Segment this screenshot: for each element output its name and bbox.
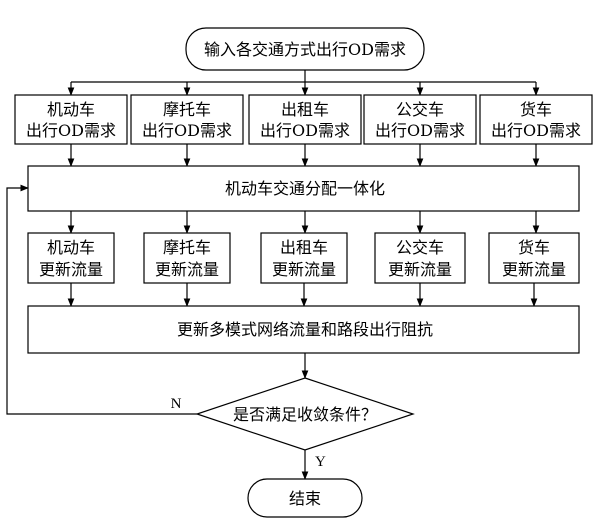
network-update-node: 更新多模式网络流量和路段出行阻抗 [27,305,580,354]
assignment-label: 机动车交通分配一体化 [225,179,385,198]
yes-path: Y [301,450,326,480]
od-box-label-top: 出租车 [281,100,329,119]
update-box-taxi: 出租车 更新流量 [260,232,348,284]
update-box-label-bottom: 更新流量 [502,260,566,279]
update-box-label-bottom: 更新流量 [388,260,452,279]
update-box-label-bottom: 更新流量 [39,260,103,279]
start-node: 输入各交通方式出行OD需求 [185,27,425,71]
update-box-label-top: 出租车 [280,238,328,257]
network-update-label: 更新多模式网络流量和路段出行阻抗 [177,320,433,339]
no-loop: N [6,184,197,415]
od-box-taxi: 出租车 出行OD需求 [248,94,362,145]
update-box-label-bottom: 更新流量 [155,260,219,279]
update-box-label-top: 机动车 [47,238,95,257]
od-box-label-top: 摩托车 [163,100,211,119]
yes-label: Y [315,454,326,470]
od-box-car: 机动车 出行OD需求 [14,94,128,145]
od-box-label-top: 机动车 [47,100,95,119]
update-box-truck: 货车 更新流量 [488,232,580,284]
update-box-car: 机动车 更新流量 [27,232,115,284]
decision-node: 是否满足收敛条件？ [195,377,415,451]
od-box-bus: 公交车 出行OD需求 [363,94,477,145]
start-connector [67,70,540,96]
no-label: N [171,396,182,412]
update-box-label-top: 公交车 [396,238,444,257]
assignment-to-update-arrows [67,211,540,234]
assignment-node: 机动车交通分配一体化 [27,165,580,212]
od-box-label-bottom: 出行OD需求 [491,121,581,140]
od-box-label-top: 公交车 [396,100,444,119]
decision-label: 是否满足收敛条件？ [233,405,377,424]
update-box-label-top: 摩托车 [163,238,211,257]
od-box-label-bottom: 出行OD需求 [26,121,116,140]
update-box-bus: 公交车 更新流量 [374,232,466,284]
od-box-label-top: 货车 [520,100,552,119]
od-box-label-bottom: 出行OD需求 [142,121,232,140]
od-box-label-bottom: 出行OD需求 [375,121,465,140]
update-box-label-bottom: 更新流量 [272,260,336,279]
end-node: 结束 [247,478,363,518]
end-label: 结束 [289,489,321,508]
od-box-truck: 货车 出行OD需求 [479,94,593,145]
od-box-label-bottom: 出行OD需求 [260,121,350,140]
start-label: 输入各交通方式出行OD需求 [204,40,406,59]
od-box-motorcycle: 摩托车 出行OD需求 [130,94,244,145]
od-to-assignment-arrows [67,144,540,167]
update-box-motorcycle: 摩托车 更新流量 [143,232,231,284]
update-to-network-arrows [67,283,538,307]
update-box-label-top: 货车 [518,238,550,257]
